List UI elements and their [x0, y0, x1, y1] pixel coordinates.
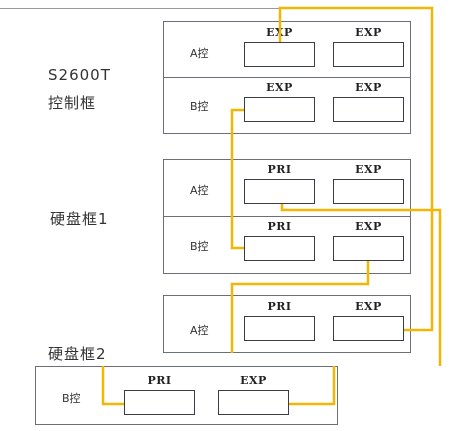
controller-b-right-port-label: EXP — [355, 81, 382, 94]
disk-frame-1-label: 硬盘框1 — [50, 210, 109, 228]
controller-b-exp-port-right — [333, 97, 404, 122]
controller-a-left-port-label: EXP — [266, 26, 293, 39]
disk-frame-2-b-pri-port — [124, 390, 195, 415]
top-rule — [0, 8, 432, 9]
s2600t-model-label: S2600T — [48, 66, 111, 84]
disk-frame-1-a-pri-port — [244, 179, 315, 204]
controller-frame-divider — [163, 77, 411, 78]
disk-frame-1-a-right-port-label: EXP — [355, 163, 382, 176]
disk-frame-2-a-label: A控 — [190, 324, 209, 337]
disk-frame-1-a-left-port-label: PRI — [267, 163, 292, 176]
disk-frame-1-b-exp-port — [333, 236, 404, 261]
disk-frame-2-b-left-port-label: PRI — [147, 374, 172, 387]
controller-b-label: B控 — [190, 100, 209, 113]
disk-frame-1-a-exp-port — [333, 179, 404, 204]
disk-frame-1-b-pri-port — [244, 236, 315, 261]
disk-frame-2-b-right-port-label: EXP — [240, 374, 267, 387]
controller-b-left-port-label: EXP — [266, 81, 293, 94]
disk-frame-2-a-right-port-label: EXP — [355, 300, 382, 313]
controller-frame-label: 控制框 — [48, 94, 97, 112]
controller-a-label: A控 — [190, 47, 209, 60]
disk-frame-2-a-left-port-label: PRI — [267, 300, 292, 313]
controller-b-exp-port-left — [244, 97, 315, 122]
disk-frame-1-b-label: B控 — [190, 240, 209, 253]
controller-a-exp-port-right — [333, 42, 404, 67]
disk-frame-1-a-label: A控 — [190, 184, 209, 197]
controller-a-exp-port-left — [244, 42, 315, 67]
disk-frame-2-a-exp-port — [333, 316, 404, 341]
disk-frame-1-divider — [163, 216, 411, 217]
disk-frame-2-b-exp-port — [218, 390, 289, 415]
disk-frame-1-b-right-port-label: EXP — [355, 220, 382, 233]
disk-frame-2-label: 硬盘框2 — [48, 345, 107, 363]
disk-frame-2-b-label: B控 — [62, 392, 81, 405]
disk-frame-1-b-left-port-label: PRI — [267, 220, 292, 233]
controller-a-right-port-label: EXP — [355, 26, 382, 39]
disk-frame-2-a-pri-port — [244, 316, 315, 341]
